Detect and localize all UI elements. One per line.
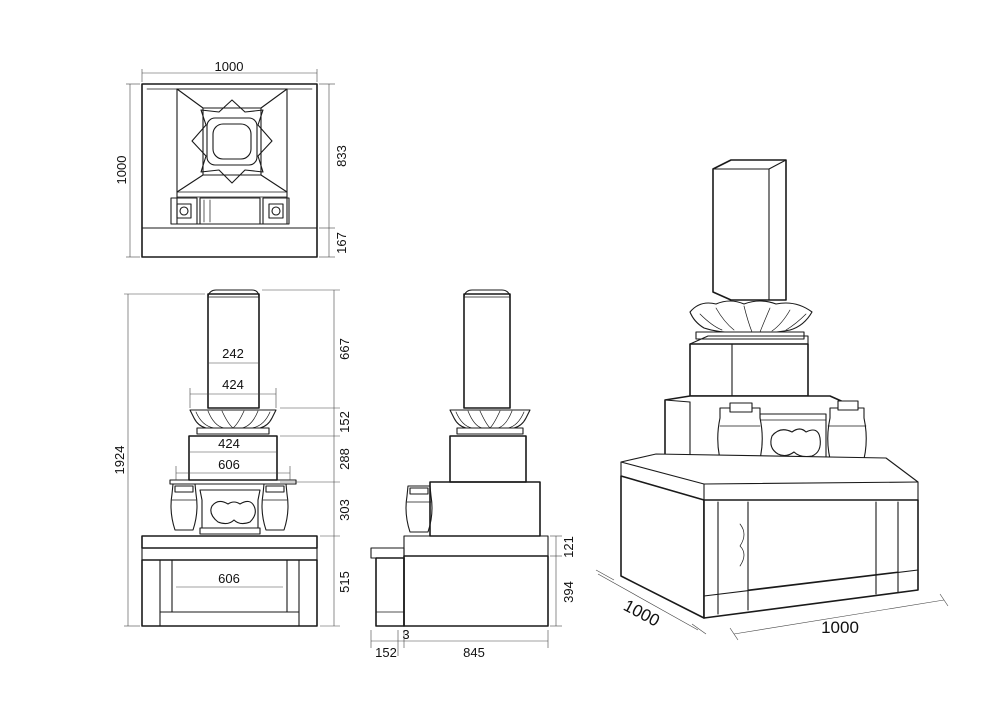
- step-height-label: 121: [561, 536, 576, 558]
- vase-left-front: [170, 483, 198, 531]
- lower-width-label: 606: [218, 571, 240, 586]
- lotus-iso: [689, 300, 813, 334]
- top-depth-label: 1000: [114, 156, 129, 185]
- lotus-front: [189, 409, 277, 429]
- upper-base-height-label: 303: [337, 499, 352, 521]
- lower-base-iso: [703, 499, 919, 619]
- vase-right-front: [261, 483, 289, 531]
- mid-height-label: 288: [337, 448, 352, 470]
- vase-side: [405, 485, 433, 533]
- pillar-base-width-label: 424: [222, 377, 244, 392]
- mid-top-width-label: 424: [218, 436, 240, 451]
- iso-depth-label: 1000: [620, 596, 662, 631]
- side-view: [370, 289, 549, 627]
- front-depth-label: 152: [375, 645, 397, 660]
- front-view-dimensions: 1924 667 152 288 303 515 242 424 424 606…: [112, 289, 352, 627]
- top-depth-lower-label: 167: [334, 232, 349, 254]
- top-view-dimensions: 1000 1000 833 167: [114, 59, 349, 258]
- total-height-label: 1924: [112, 446, 127, 475]
- isometric-view: [620, 159, 919, 619]
- lotus-side: [449, 409, 531, 429]
- pillar-front: [207, 293, 260, 409]
- lotus-star: [191, 99, 273, 184]
- mid-width-label: 606: [218, 457, 240, 472]
- iso-width-label: 1000: [821, 618, 859, 637]
- lotus-height-label: 152: [337, 411, 352, 433]
- main-depth-label: 845: [463, 645, 485, 660]
- top-view: [141, 83, 318, 258]
- top-depth-upper-label: 833: [334, 145, 349, 167]
- pillar-iso: [712, 159, 787, 301]
- vase-left-plan: [170, 197, 198, 225]
- pillar-width-label: 242: [222, 346, 244, 361]
- lower-base-front: [141, 559, 318, 627]
- pillar-side: [463, 293, 511, 409]
- base-height-label: 394: [561, 581, 576, 603]
- pillar-height-label: 667: [337, 338, 352, 360]
- front-view: [141, 289, 318, 627]
- top-width-label: 1000: [215, 59, 244, 74]
- gap-depth-label: 3: [402, 627, 409, 642]
- vase-right-plan: [262, 197, 290, 225]
- side-view-dimensions: 121 394 152 3 845: [370, 535, 576, 660]
- top-outer-square: [141, 83, 318, 258]
- lower-base-height-label: 515: [337, 571, 352, 593]
